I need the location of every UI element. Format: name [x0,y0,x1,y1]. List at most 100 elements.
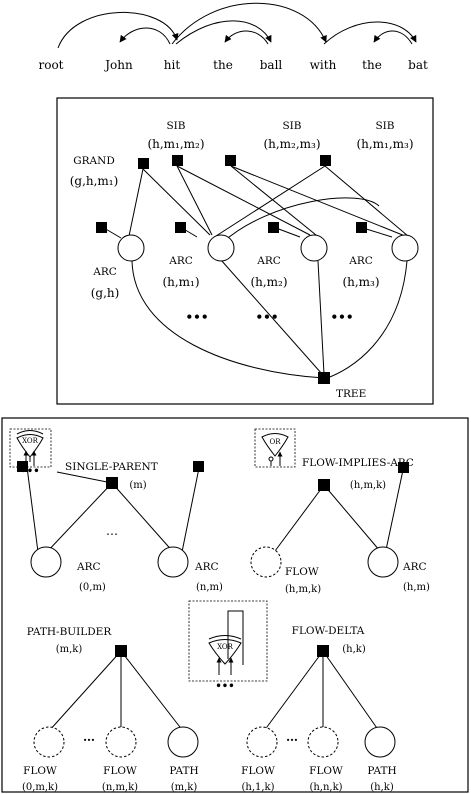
path-label: PATH [169,765,198,777]
xor-label: XOR [22,437,39,445]
flow-variable-node [250,546,282,578]
sib-label: SIB [282,120,301,132]
arc-variable-node [300,234,328,262]
factor-graph-panel: GRAND (g,h,m₁) SIB (h,m₁,m₂) SIB (h,m₂,m… [56,97,434,405]
ellipsis: … [286,730,298,744]
panel-frame [1,417,469,793]
or-label: OR [269,438,281,446]
flow-args: (h,1,k) [241,782,274,793]
path-builder-args: (m,k) [56,644,83,655]
arc-args: (h,m₃) [342,275,379,289]
flow-args: (0,m,k) [22,782,58,793]
arc-unary-factor [193,461,204,472]
flow-label: FLOW [103,765,137,777]
flow-delta-args: (h,k) [342,644,366,655]
arc-args: (h,m) [403,582,430,593]
arc-args: (0,m) [79,582,106,593]
factor-edges [103,165,409,379]
flow-args: (n,m,k) [102,782,138,793]
word-with: with [310,58,337,72]
dependency-arc [57,12,179,49]
xor-gate: XOR ••• [188,600,268,692]
arc-unary-factor [17,461,28,472]
flow-implies-arc-args: (h,m,k) [350,480,386,491]
flow-args: (h,m,k) [285,584,321,595]
flow-label: FLOW [285,566,319,578]
ellipsis: ••• [20,466,39,477]
xor-label: XOR [217,643,234,651]
grand-factor [138,158,149,169]
arc-label: ARC [92,266,117,278]
arc-variable-node [30,546,62,578]
sib-args: (h,m₂,m₃) [263,137,320,151]
arc-args: (g,h) [91,286,120,300]
ellipsis: ••• [215,681,234,692]
sib-args: (h,m₁,m₂) [147,137,204,151]
dependency-arc [175,20,272,45]
grand-label: GRAND [73,155,114,167]
word-root: root [38,58,63,72]
tree-label: TREE [336,388,366,400]
panel-frame [56,97,434,405]
arc-unary-factor [398,462,409,473]
arc-variable-node [207,234,235,262]
or-gate: OR [254,428,296,468]
sib-args: (h,m₁,m₃) [356,137,413,151]
path-builder-label: PATH-BUILDER [27,626,113,638]
flow-label: FLOW [309,765,343,777]
sib-factor [172,155,183,166]
flow-graph-panel: XOR ••• OR SINGLE-PARENT (m) … ARC [1,417,469,793]
arc-label: ARC [348,255,373,267]
path-args: (m,k) [171,782,198,793]
path-builder-factor [115,645,127,657]
flow-variable-node [33,726,65,758]
arc-args: (n,m) [196,582,223,593]
arc-unary-factor [175,222,186,233]
ellipsis: ••• [255,310,278,324]
path-args: (h,k) [370,782,394,793]
arc-unary-factor [268,222,279,233]
arc-args: (h,m₂) [250,275,287,289]
arc-variable-node [157,546,189,578]
word-hit: hit [164,58,181,72]
dependency-parse: root John hit the ball with the bat [38,2,428,72]
sib-label: SIB [166,120,185,132]
arc-label: ARC [402,561,427,573]
arc-unary-factor [96,222,107,233]
flow-label: FLOW [241,765,275,777]
grand-args: (g,h,m₁) [70,174,119,188]
word-bat: bat [408,58,428,72]
sib-factor [225,155,236,166]
single-parent-label: SINGLE-PARENT [65,461,158,473]
arc-unary-factor [356,222,367,233]
flow-delta-label: FLOW-DELTA [292,625,365,637]
flow-implies-arc-label: FLOW-IMPLIES-ARC [302,457,414,469]
word-john: John [103,58,133,72]
word-ball: ball [260,58,283,72]
sib-factor [320,155,331,166]
ellipsis: … [106,524,118,538]
flow-variable-node [246,726,278,758]
ellipsis: ••• [185,310,208,324]
xor-gate: XOR ••• [9,428,52,477]
arc-label: ARC [256,255,281,267]
dependency-arc [224,30,269,45]
arc-variable-node [117,234,145,262]
single-parent-args: (m) [129,480,146,491]
path-variable-node [364,726,396,758]
flow-implies-arc-factor [318,479,330,491]
arc-args: (h,m₁) [162,275,199,289]
word-the: the [213,58,233,72]
arc-label: ARC [194,561,219,573]
path-variable-node [167,726,199,758]
word-the: the [362,58,382,72]
dependency-arc [119,27,171,45]
sib-label: SIB [375,120,394,132]
flow-variable-node [307,726,339,758]
ellipsis: ••• [330,310,353,324]
flow-delta-factor [317,645,329,657]
tree-factor [318,372,330,384]
dependency-arc [323,21,417,45]
path-label: PATH [367,765,396,777]
